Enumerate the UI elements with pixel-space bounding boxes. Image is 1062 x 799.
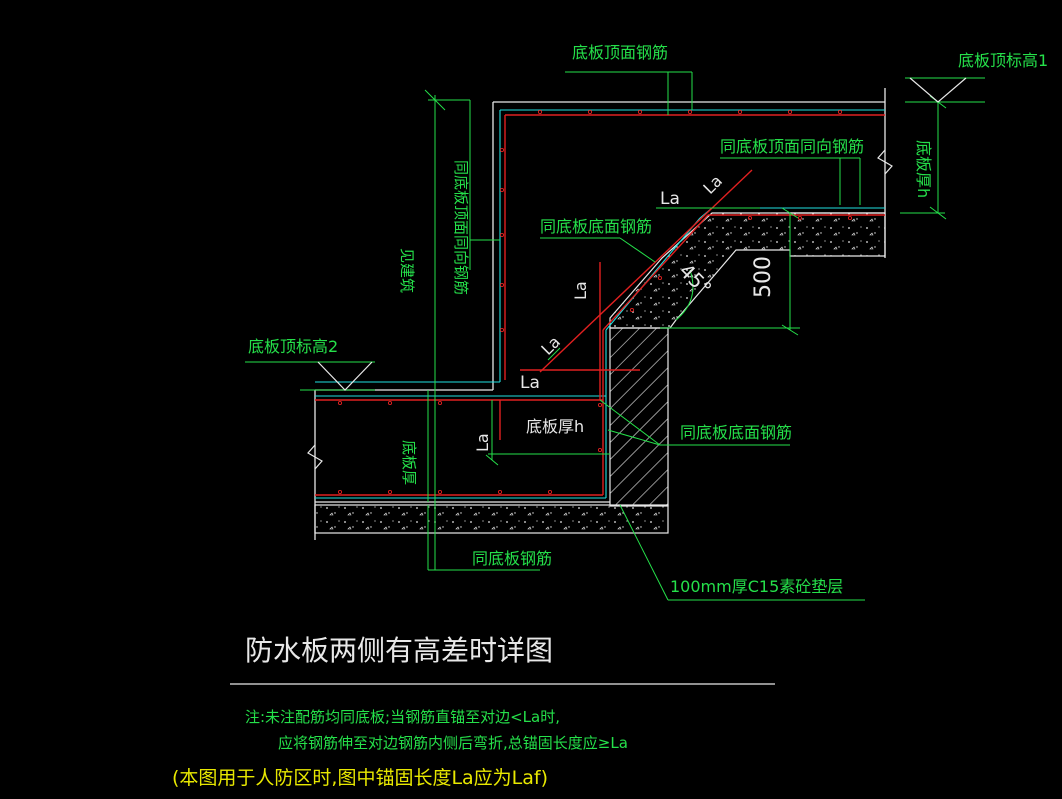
label-same-top-direction: 同底板顶面同向钢筋 (720, 137, 864, 156)
label-la-4: La (537, 332, 564, 359)
cyan-lines (315, 109, 885, 499)
break-line-icon (307, 149, 893, 470)
label-bedding: 100mm厚C15素砼垫层 (670, 577, 843, 596)
note-line-1: 注:未注配筋均同底板;当钢筋直锚至对边<La时, (245, 708, 560, 726)
label-thickness-left: 底板厚 (400, 440, 418, 485)
label-la-2: La (699, 171, 726, 198)
label-vertical-top-same: 同底板顶面同向钢筋 (452, 160, 470, 295)
leader-lines (245, 71, 985, 601)
label-top-rebar: 底板顶面钢筋 (572, 43, 668, 62)
rebars (315, 114, 885, 496)
label-dimension-500: 500 (751, 256, 776, 298)
note-line-2: 应将钢筋伸至对边钢筋内侧后弯折,总锚固长度应≥La (278, 734, 628, 752)
label-same-bottom-face: 同底板底面钢筋 (540, 217, 652, 236)
label-see-building: 见建筑 (398, 248, 416, 293)
note-line-3: (本图用于人防区时,图中锚固长度La应为Laf) (172, 767, 548, 789)
label-thickness-right: 底板厚h (914, 140, 933, 198)
label-same-bottom-rebar: 同底板钢筋 (472, 549, 552, 568)
label-la-3: La (571, 281, 590, 300)
label-thickness-mid: 底板厚h (526, 417, 584, 436)
label-la-1: La (660, 189, 680, 209)
hatched-wall (609, 327, 669, 507)
label-elevation-2: 底板顶标高2 (248, 337, 338, 356)
bottom-bedding-layer (314, 504, 669, 534)
label-la-6: La (473, 433, 492, 452)
rebar-dots (337, 109, 853, 495)
label-elevation-1: 底板顶标高1 (958, 51, 1048, 70)
label-same-bottom-face-2: 同底板底面钢筋 (680, 423, 792, 442)
label-la-5: La (520, 373, 540, 393)
drawing-title: 防水板两侧有高差时详图 (245, 634, 553, 667)
sloped-bedding (609, 212, 886, 329)
elevation-triangle-icon (317, 77, 967, 391)
